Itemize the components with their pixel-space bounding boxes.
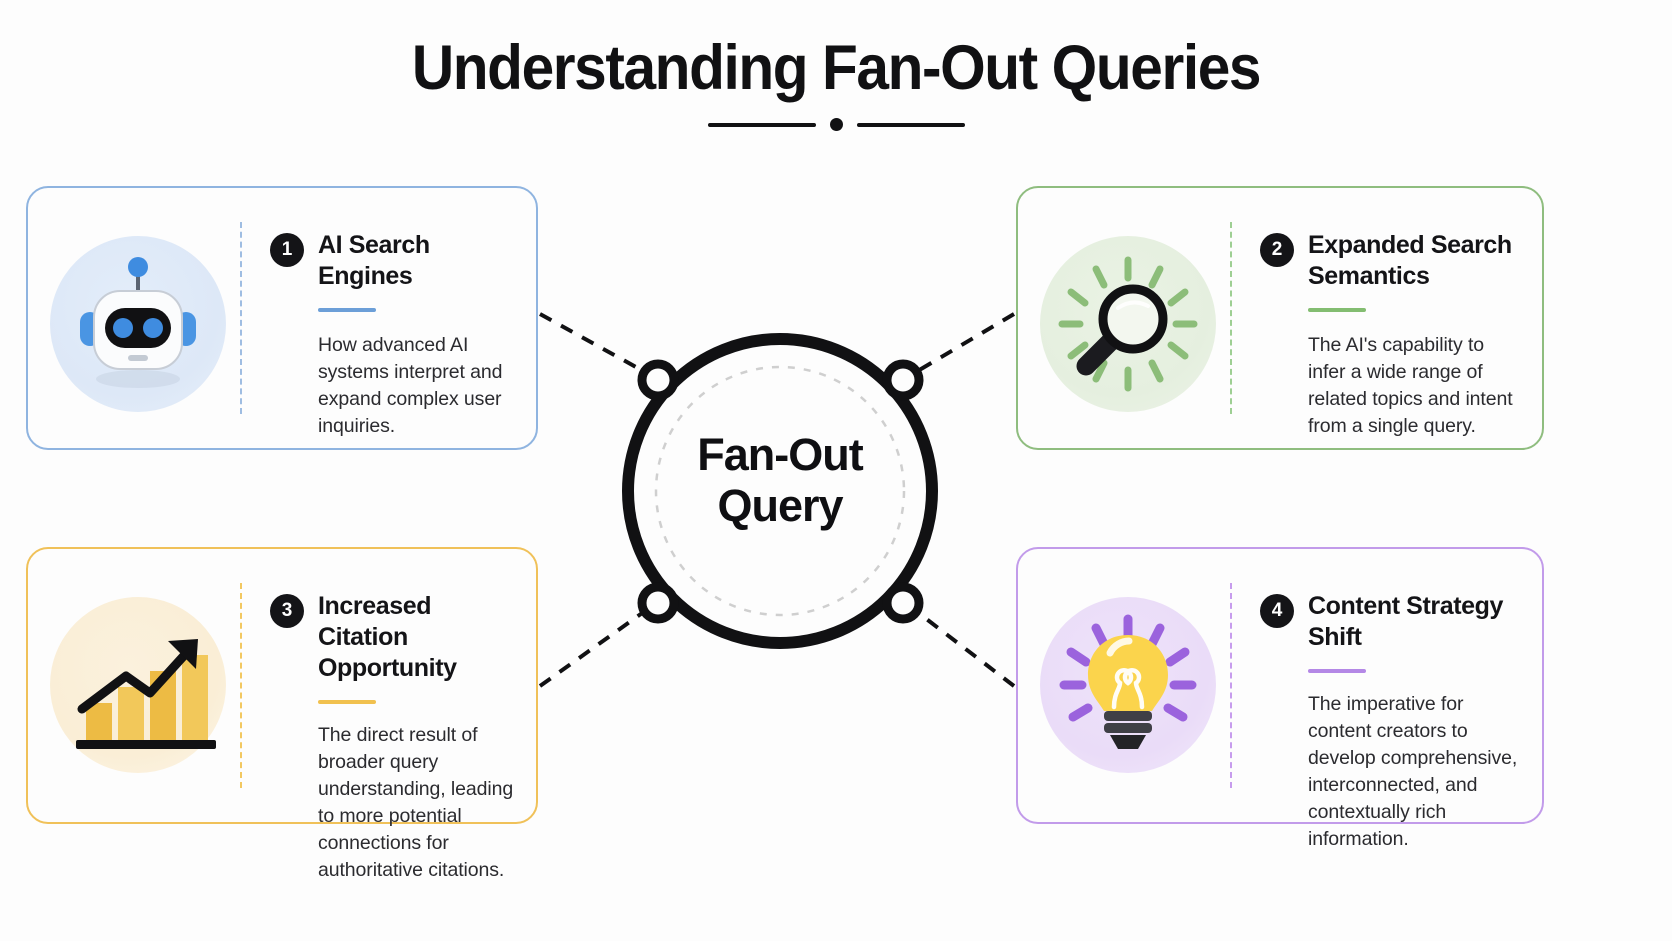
hub-node-bottom-right[interactable]	[882, 582, 924, 624]
card-accent-rule	[318, 308, 376, 312]
hub-node-top-left[interactable]	[637, 359, 679, 401]
card-divider	[240, 583, 242, 788]
hub-node-top-right[interactable]	[882, 359, 924, 401]
card-divider	[1230, 583, 1232, 788]
card-description: The direct result of broader query under…	[318, 724, 514, 881]
card-number-badge: 3	[270, 594, 304, 628]
card-title: Expanded Search Semantics	[1308, 231, 1512, 290]
lightbulb-icon	[1040, 597, 1216, 773]
card-description: The AI's capability to infer a wide rang…	[1308, 334, 1513, 437]
card-heading: 4 Content Strategy Shift	[1260, 591, 1520, 653]
card-body: 4 Content Strategy Shift The imperative …	[1232, 569, 1520, 852]
card-body: 3 Increased Citation Opportunity The dir…	[242, 569, 514, 883]
card-heading: 1 AI Search Engines	[270, 230, 514, 292]
card-expanded-search-semantics[interactable]: 2 Expanded Search Semantics The AI's cap…	[1016, 186, 1544, 450]
divider-dot-icon	[829, 118, 843, 132]
hub-label-line2: Query	[717, 479, 843, 531]
connector-card3	[538, 609, 647, 688]
card-title: Increased Citation Opportunity	[318, 592, 457, 682]
header: Understanding Fan-Out Queries	[0, 33, 1672, 132]
divider-bar-right	[856, 122, 965, 127]
card-description: How advanced AI systems interpret and ex…	[318, 334, 503, 437]
hub-node-bottom-left[interactable]	[637, 582, 679, 624]
card-body: 2 Expanded Search Semantics The AI's cap…	[1232, 208, 1520, 440]
card-accent-rule	[1308, 669, 1366, 673]
connector-card2	[914, 312, 1016, 374]
card-heading: 2 Expanded Search Semantics	[1260, 230, 1520, 292]
card-number-badge: 4	[1260, 594, 1294, 628]
card-description: The imperative for content creators to d…	[1308, 693, 1518, 850]
card-title: Content Strategy Shift	[1308, 592, 1504, 651]
hub-label: Fan-Out Query	[645, 429, 915, 532]
card-divider	[1230, 222, 1232, 414]
card-ai-search-engines[interactable]: 1 AI Search Engines How advanced AI syst…	[26, 186, 538, 450]
card-content-strategy-shift[interactable]: 4 Content Strategy Shift The imperative …	[1016, 547, 1544, 850]
hub-label-line1: Fan-Out	[697, 429, 863, 480]
connector-card4	[914, 609, 1016, 688]
card-number-badge: 1	[270, 233, 304, 267]
card-number-badge: 2	[1260, 233, 1294, 267]
page-title: Understanding Fan-Out Queries	[411, 33, 1262, 103]
card-divider	[240, 222, 242, 414]
card-body: 1 AI Search Engines How advanced AI syst…	[242, 208, 514, 440]
card-title: AI Search Engines	[318, 231, 430, 290]
card-increased-citation-opportunity[interactable]: 3 Increased Citation Opportunity The dir…	[26, 547, 538, 881]
robot-icon	[50, 236, 226, 412]
bar-chart-growth-icon	[50, 597, 226, 773]
card-accent-rule	[318, 700, 376, 704]
connector-card1	[539, 312, 646, 374]
divider-bar-left	[707, 122, 816, 127]
title-divider	[0, 118, 1672, 132]
card-accent-rule	[1308, 308, 1366, 312]
card-heading: 3 Increased Citation Opportunity	[270, 591, 514, 684]
magnifying-glass-icon	[1040, 236, 1216, 412]
